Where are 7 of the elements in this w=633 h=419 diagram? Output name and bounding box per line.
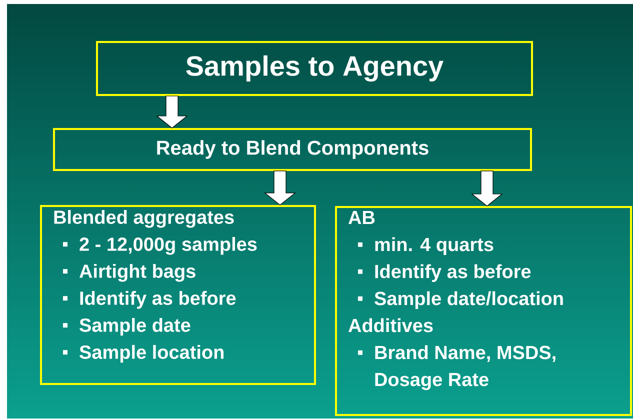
step-box: Ready to Blend Components <box>53 128 532 171</box>
block-arrow <box>156 96 188 128</box>
block-arrow <box>471 170 503 206</box>
title-box: Samples to Agency <box>96 41 533 96</box>
block-arrow <box>264 170 296 206</box>
list-box: AB min. 4 quarts Identify as before Sample date/location Additives Brand Name, MSDS, Dosage Rate <box>335 206 632 416</box>
list-box: Blended aggregates 2 - 12,000g samples Airtight bags Identify as before Sample date Sample location <box>40 204 316 385</box>
